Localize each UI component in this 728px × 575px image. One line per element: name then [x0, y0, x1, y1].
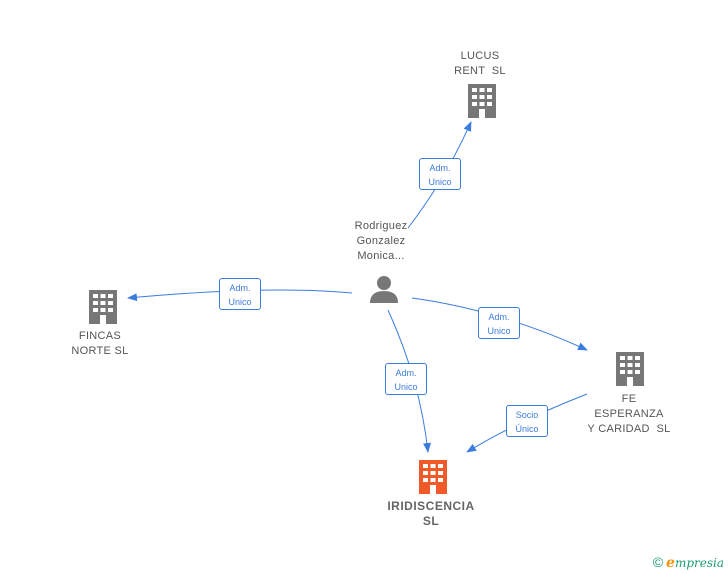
edge-label-line: Adm. — [488, 312, 510, 322]
brand-logo-name: mpresia — [674, 556, 724, 570]
edge-label-line: Unico — [228, 297, 252, 307]
building-icon[interactable] — [616, 352, 644, 386]
company-name-line: IRIDISCENCIA — [387, 499, 475, 513]
company-label-lucus[interactable]: LUCUS RENT SL — [440, 49, 520, 79]
edge-label-adm-unico: Adm. Unico — [419, 158, 461, 190]
company-name-line: FINCAS — [78, 330, 122, 342]
brand-watermark: ©empresia — [653, 554, 724, 571]
brand-logo-initial: e — [666, 555, 675, 571]
edge-label-line: Adm. — [395, 368, 417, 378]
company-label-fe[interactable]: FE ESPERANZA Y CARIDAD SL — [578, 392, 680, 437]
person-name-line: Rodriguez — [354, 220, 408, 232]
edge-label-adm-unico: Adm. Unico — [478, 307, 520, 339]
building-icon[interactable] — [89, 290, 117, 324]
person-name-label[interactable]: Rodriguez Gonzalez Monica... — [340, 219, 422, 264]
edge-label-line: Adm. — [229, 283, 251, 293]
edge-label-socio-unico: Socio Único — [506, 405, 548, 437]
building-icon[interactable] — [468, 84, 496, 118]
edge-label-adm-unico: Adm. Unico — [219, 278, 261, 310]
edge-label-line: Único — [515, 424, 539, 434]
copyright-symbol: © — [652, 554, 664, 570]
edge-label-line: Adm. — [429, 163, 451, 173]
company-name-line: NORTE SL — [71, 345, 129, 357]
company-name-line: RENT SL — [454, 65, 506, 77]
main-building-icon[interactable] — [419, 460, 447, 494]
company-label-fincas[interactable]: FINCAS NORTE SL — [60, 329, 140, 359]
company-name-line: Y CARIDAD SL — [587, 423, 671, 435]
company-name-line: FE — [621, 393, 637, 405]
person-name-line: Monica... — [357, 250, 405, 262]
brand-logo: empresia — [666, 555, 724, 571]
company-label-iridiscencia[interactable]: IRIDISCENCIA SL — [378, 499, 484, 529]
person-icon[interactable] — [370, 276, 398, 303]
edge-label-line: Socio — [515, 410, 539, 420]
edge-label-line: Unico — [487, 326, 511, 336]
company-name-line: ESPERANZA — [594, 408, 664, 420]
edge-label-line: Unico — [428, 177, 452, 187]
company-name-line: LUCUS — [460, 50, 500, 62]
company-name-line: SL — [422, 514, 440, 528]
edge-label-adm-unico: Adm. Unico — [385, 363, 427, 395]
edge-label-line: Unico — [394, 382, 418, 392]
person-name-line: Gonzalez — [356, 235, 406, 247]
